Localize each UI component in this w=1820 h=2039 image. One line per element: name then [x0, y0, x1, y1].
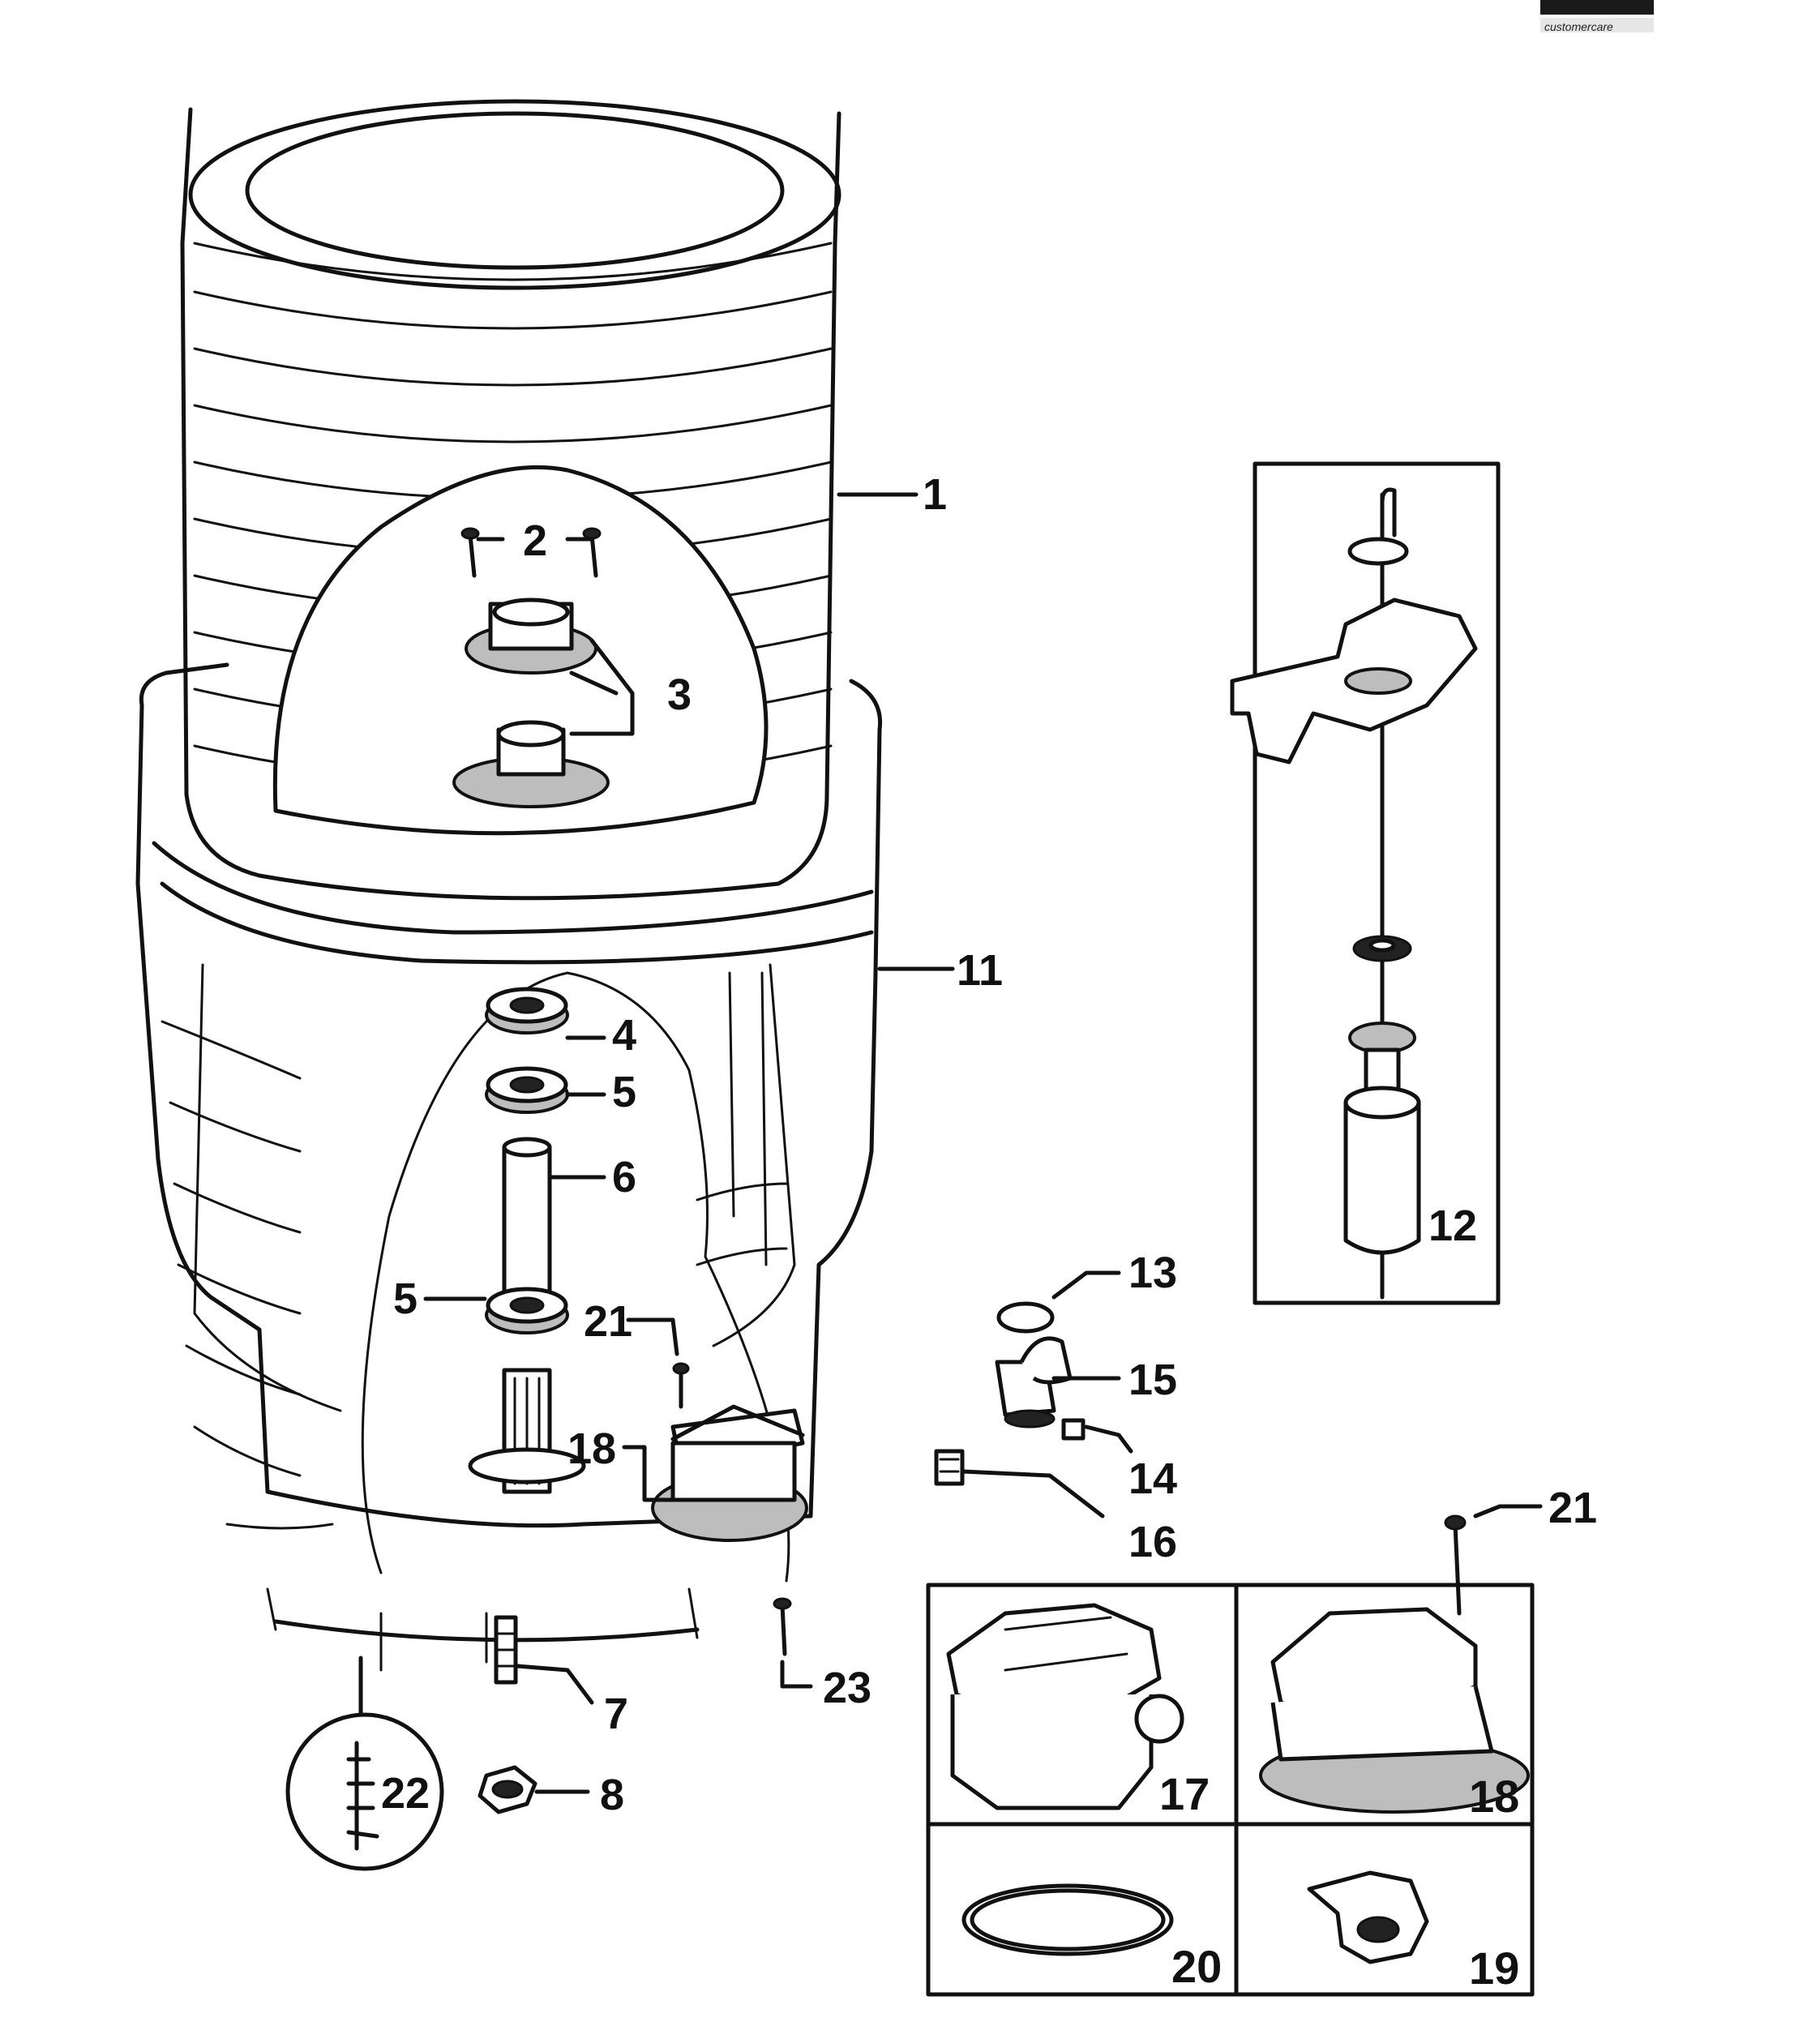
callout-8: 8: [600, 1771, 624, 1819]
leader-lines: [358, 492, 1543, 1794]
callout-15: 15: [1128, 1356, 1177, 1404]
logo-text: customercare: [1544, 20, 1613, 33]
callout-5a: 5: [612, 1068, 636, 1116]
callout-22: 22: [381, 1769, 430, 1818]
callout-1: 1: [923, 470, 947, 519]
callout-23: 23: [823, 1664, 871, 1712]
small-parts: [285, 1597, 792, 1871]
callout-11: 11: [957, 946, 1003, 995]
inner-basket: [180, 99, 841, 901]
callout-6: 6: [612, 1153, 636, 1202]
callout-21a: 21: [584, 1297, 632, 1346]
callout-21b: 21: [1548, 1484, 1597, 1532]
callout-13: 13: [1128, 1249, 1177, 1297]
callout-3: 3: [667, 670, 692, 719]
pump-in-tub: [651, 1362, 808, 1542]
callout-12: 12: [1428, 1202, 1477, 1250]
hose-parts: [934, 1301, 1086, 1486]
outer-tub: [135, 662, 883, 1672]
callout-18a: 18: [567, 1424, 616, 1473]
brand-logo: customercare: [1540, 0, 1654, 33]
callout-19: 19: [1469, 1943, 1519, 1994]
float-assembly-box: [1230, 461, 1501, 1305]
callout-5b: 5: [393, 1274, 418, 1323]
callout-labels: 1 2 3 4 5 6 5 21 18 11 7 8 22 23 12 13 1…: [381, 470, 1597, 1994]
shaft-stack: [468, 987, 586, 1494]
pump-options-box: [926, 1514, 1535, 1997]
callout-4: 4: [612, 1011, 636, 1060]
callout-17: 17: [1159, 1768, 1210, 1819]
callout-18b: 18: [1469, 1771, 1519, 1822]
callout-20: 20: [1171, 1941, 1222, 1992]
callout-2: 2: [523, 516, 547, 565]
callout-7: 7: [604, 1690, 628, 1738]
callout-16: 16: [1128, 1518, 1177, 1566]
callout-14: 14: [1128, 1454, 1177, 1503]
